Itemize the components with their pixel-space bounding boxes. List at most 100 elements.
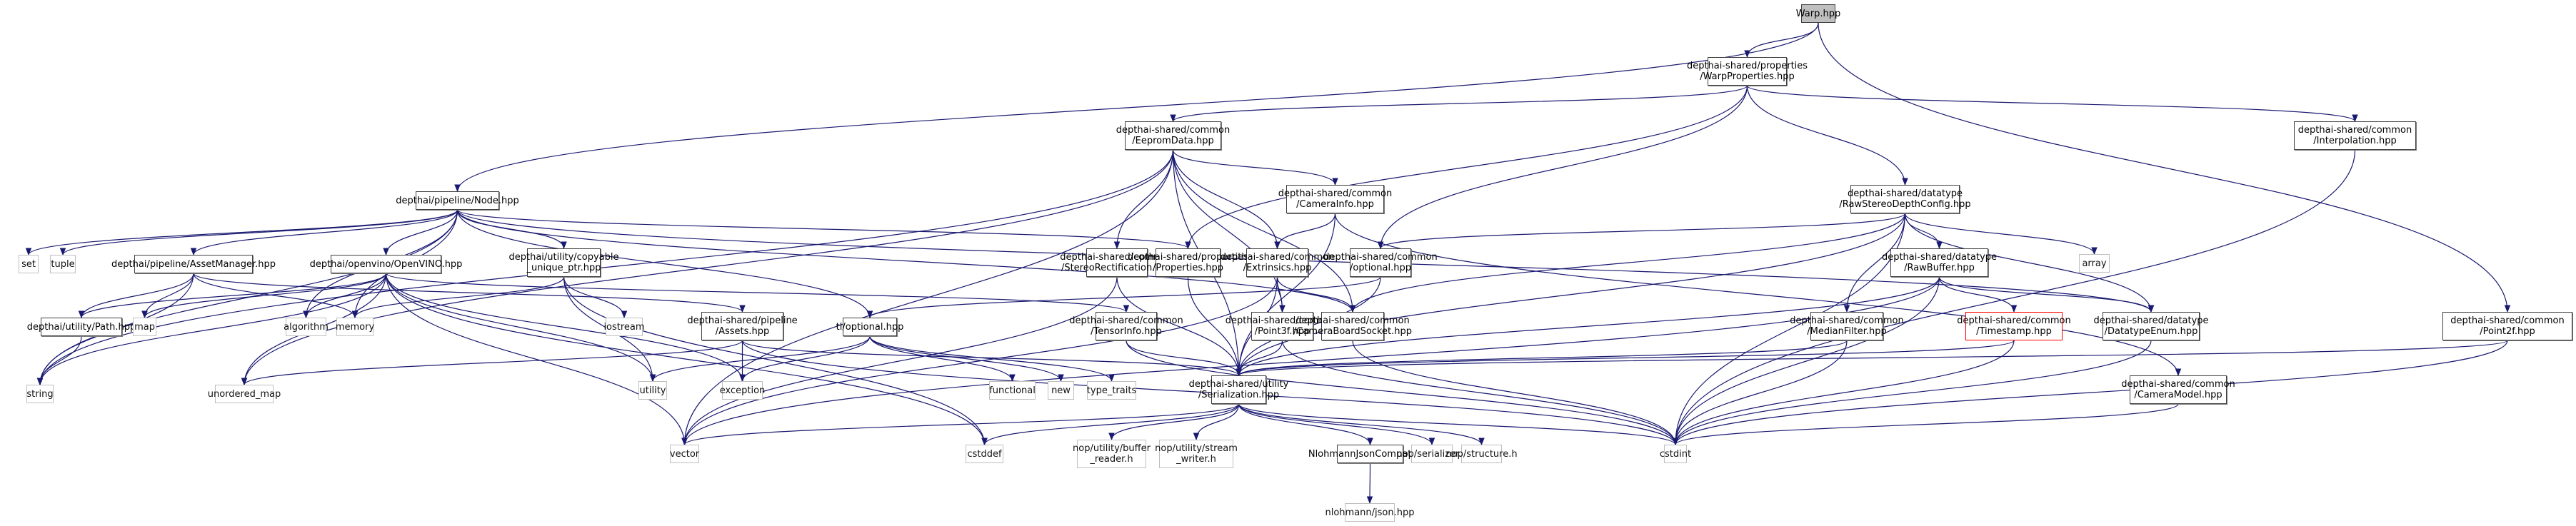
- edge-openvino-to-map: [141, 273, 387, 319]
- node-vector: vector: [670, 445, 699, 463]
- edge-warpprops-to-interp: [1746, 85, 2358, 123]
- edge-interp-to-cstdint: [1672, 149, 2356, 446]
- node-unordered-map: unordered_map: [208, 385, 281, 403]
- edge-warpprops-to-eeprom: [1170, 85, 1748, 123]
- node-string: string: [26, 385, 54, 403]
- node-path[interactable]: depthai/utility/Path.hpp: [27, 318, 136, 336]
- node-point3f[interactable]: depthai-shared/common /Point3f.hpp: [1226, 312, 1339, 340]
- edge-rawbuffer-to-timestamp: [1938, 276, 2018, 313]
- edge-node-to-assetmgr: [190, 209, 458, 256]
- node-iostream: iostream: [603, 318, 645, 336]
- node-warpprops[interactable]: depthai-shared/properties /WarpPropertie…: [1687, 57, 1808, 86]
- edge-point2f-to-serialization: [1236, 340, 2508, 377]
- edge-tensorinfo-to-serialization: [1126, 340, 1242, 377]
- node-copyable[interactable]: depthai/utility/copyable _unique_ptr.hpp: [509, 248, 619, 277]
- edge-median-to-serialization: [1236, 340, 1848, 377]
- edge-node-to-tloptional: [456, 209, 873, 319]
- node-serializer: nop/serializer.h: [1396, 445, 1468, 463]
- edge-cammodel-to-cstdint: [1672, 403, 2179, 446]
- edge-tloptional-to-exception: [739, 335, 871, 383]
- edge-node-to-set: [25, 209, 458, 256]
- node-camsocket[interactable]: depthai-shared/common /CameraBoardSocket…: [1293, 312, 1412, 340]
- node-nlohmanncompat[interactable]: NlohmannJsonCompat.hpp: [1308, 445, 1432, 463]
- node-stereorect[interactable]: depthai-shared/common /StereoRectificati…: [1060, 248, 1174, 277]
- node-memory: memory: [336, 318, 374, 336]
- node-properties[interactable]: depthai-shared/properties /Properties.hp…: [1128, 248, 1248, 277]
- node-eeprom[interactable]: depthai-shared/common /EepromData.hpp: [1116, 121, 1230, 150]
- edge-rawstereo-to-array: [1904, 213, 2098, 256]
- node-assetmgr[interactable]: depthai/pipeline/AssetManager.hpp: [111, 255, 276, 273]
- node-bufreader: nop/utility/buffer _reader.h: [1073, 440, 1151, 468]
- node-interp[interactable]: depthai-shared/common /Interpolation.hpp: [2294, 121, 2416, 150]
- edge-assets-to-unordered_map: [241, 340, 743, 386]
- edge-extrinsics-to-camsocket: [1276, 276, 1356, 313]
- edge-serialization-to-bufreader: [1108, 403, 1240, 441]
- node-dtenum[interactable]: depthai-shared/datatype /DatatypeEnum.hp…: [2093, 312, 2209, 340]
- edge-serialization-to-cstdint: [1238, 403, 1679, 446]
- edge-rawstereo-to-serialization: [1236, 213, 1906, 377]
- edge-eeprom-to-camsocket: [1172, 149, 1356, 313]
- edge-extrinsics-to-point3f: [1276, 276, 1286, 313]
- edge-node-to-openvino: [383, 209, 458, 256]
- node-timestamp[interactable]: depthai-shared/common /Timestamp.hpp: [1957, 312, 2071, 340]
- edge-eeprom-to-unordered_map: [241, 149, 1174, 386]
- edge-assetmgr-to-memory: [193, 273, 359, 319]
- node-cstddef: cstddef: [966, 445, 1003, 463]
- node-rawstereo[interactable]: depthai-shared/datatype /RawStereoDepthC…: [1839, 185, 1971, 213]
- node-structure: nop/structure.h: [1445, 445, 1518, 463]
- node-assets[interactable]: depthai-shared/pipeline /Assets.hpp: [687, 312, 798, 340]
- edge-tloptional-to-type_traits: [869, 335, 1115, 383]
- edge-rawstereo-to-dtenum: [1904, 213, 2155, 313]
- edge-eeprom-to-stereorect: [1113, 149, 1174, 250]
- edge-openvino-to-path: [78, 273, 387, 319]
- edge-assetmgr-to-path: [78, 273, 194, 319]
- edge-warp-to-node: [454, 22, 1819, 193]
- node-tloptional[interactable]: tl/optional.hpp: [836, 318, 903, 336]
- edge-warpprops-to-properties: [1185, 85, 1748, 250]
- node-rawbuffer[interactable]: depthai-shared/datatype /RawBuffer.hpp: [1882, 248, 1997, 277]
- edge-openvino-to-algorithm: [303, 273, 387, 319]
- edge-timestamp-to-cstdint: [1672, 340, 2015, 446]
- edge-rawbuffer-to-dtenum: [1938, 276, 2155, 313]
- node-serialization[interactable]: depthai-shared/utility /Serialization.hp…: [1189, 375, 1288, 404]
- edge-copyable-to-cstddef: [563, 276, 988, 446]
- node-openvino[interactable]: depthai/openvino/OpenVINO.hpp: [310, 255, 462, 273]
- node-exception: exception: [720, 381, 765, 400]
- node-optional[interactable]: depthai-shared/common /optional.hpp: [1323, 248, 1438, 277]
- edge-properties-to-serialization: [1187, 276, 1242, 377]
- edge-node-to-properties: [456, 209, 1191, 250]
- node-new: new: [1048, 381, 1074, 400]
- edge-serialization-to-streamwriter: [1193, 403, 1240, 441]
- node-json: nlohmann/json.hpp: [1325, 503, 1415, 522]
- edge-openvino-to-string: [36, 273, 387, 386]
- edge-assets-to-cstdint: [741, 340, 1679, 446]
- edge-openvino-to-tensorinfo: [385, 273, 1129, 313]
- node-point2f[interactable]: depthai-shared/common /Point2f.hpp: [2442, 312, 2572, 340]
- node-median[interactable]: depthai-shared/common /MedianFilter.hpp: [1790, 312, 1904, 340]
- node-node[interactable]: depthai/pipeline/Node.hpp: [396, 191, 519, 210]
- edge-tensorinfo-to-cstdint: [1126, 340, 1679, 446]
- edge-rawbuffer-to-vector: [681, 276, 1940, 446]
- node-extrinsics[interactable]: depthai-shared/common /Extrinsics.hpp: [1221, 248, 1334, 277]
- node-caminfo[interactable]: depthai-shared/common /CameraInfo.hpp: [1278, 185, 1392, 213]
- edge-serialization-to-structure: [1238, 403, 1485, 446]
- node-warp[interactable]: Warp.hpp: [1796, 4, 1840, 23]
- node-tensorinfo[interactable]: depthai-shared/common /TensorInfo.hpp: [1069, 312, 1183, 340]
- edge-point3f-to-cstdint: [1281, 340, 1679, 446]
- edge-rawbuffer-to-serialization: [1236, 276, 1940, 377]
- edge-warpprops-to-optional: [1377, 85, 1748, 250]
- edge-caminfo-to-extrinsics: [1274, 213, 1336, 250]
- edge-assetmgr-to-assets: [193, 273, 746, 313]
- edge-warp-to-warpprops: [1744, 22, 1819, 59]
- edge-timestamp-to-serialization: [1236, 340, 2015, 377]
- edge-rawstereo-to-median: [1843, 213, 1906, 313]
- edge-dtenum-to-cstdint: [1672, 340, 2152, 446]
- node-algorithm: algorithm: [284, 318, 329, 336]
- node-array: array: [2079, 254, 2110, 273]
- edge-eeprom-to-extrinsics: [1172, 149, 1281, 250]
- edge-copyable-to-memory: [351, 276, 565, 319]
- edge-assets-to-serialization: [741, 340, 1242, 377]
- edge-caminfo-to-serialization: [1236, 213, 1336, 377]
- node-cammodel[interactable]: depthai-shared/common /CameraModel.hpp: [2121, 375, 2235, 404]
